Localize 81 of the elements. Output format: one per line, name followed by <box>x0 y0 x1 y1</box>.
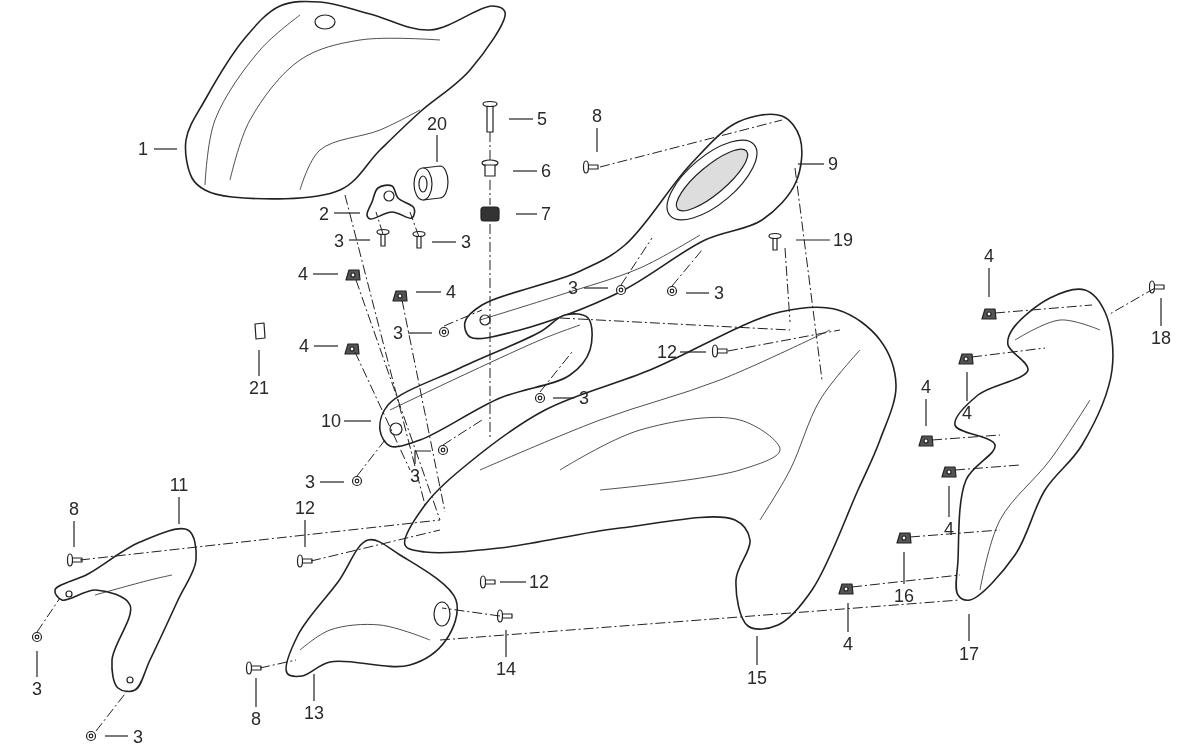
leader-line <box>968 613 970 642</box>
callout-number: 20 <box>427 115 447 133</box>
callout-number: 8 <box>251 710 261 728</box>
callout-number: 3 <box>714 284 724 302</box>
callout-number: 4 <box>299 337 309 355</box>
leader-line <box>583 287 609 289</box>
leader-line <box>304 519 306 548</box>
callout-number: 4 <box>921 378 931 396</box>
callout-number: 4 <box>984 247 994 265</box>
leader-line <box>552 397 575 399</box>
leader-line <box>312 273 339 275</box>
leader-line <box>415 291 442 293</box>
callout-number: 3 <box>32 680 42 698</box>
leader-line <box>313 345 339 347</box>
leader-line <box>505 629 507 658</box>
callout-number: 3 <box>133 728 143 746</box>
callout-number: 9 <box>828 155 838 173</box>
callout-number: 3 <box>334 232 344 250</box>
leader-line <box>1160 297 1162 327</box>
callout-number: 3 <box>410 467 420 485</box>
callout-number: 21 <box>249 379 269 397</box>
leader-line <box>966 371 968 402</box>
callout-number: 1 <box>138 140 148 158</box>
leader-line <box>515 213 538 215</box>
callout-number: 3 <box>579 389 589 407</box>
leader-line <box>319 481 345 483</box>
callout-number: 4 <box>446 283 456 301</box>
leader-line <box>36 650 38 678</box>
callout-number: 10 <box>321 412 341 430</box>
leader-line <box>925 398 927 427</box>
leader-line <box>847 602 849 633</box>
leader-line <box>756 635 758 666</box>
callout-number: 15 <box>747 669 767 687</box>
leader-line <box>948 485 950 518</box>
leader-line <box>258 349 260 377</box>
callout-number: 3 <box>393 324 403 342</box>
callout-number: 17 <box>959 645 979 663</box>
leader-line <box>333 212 361 214</box>
callout-number: 4 <box>843 635 853 653</box>
callout-number: 4 <box>298 265 308 283</box>
callout-number: 8 <box>69 500 79 518</box>
callout-number: 8 <box>592 107 602 125</box>
callout-number: 12 <box>295 499 315 517</box>
leader-line <box>313 673 315 702</box>
leader-line <box>508 118 534 120</box>
leader-line <box>499 581 527 583</box>
callout-number: 11 <box>169 476 189 494</box>
callout-number: 2 <box>319 205 329 223</box>
callout-number: 4 <box>962 404 972 422</box>
callout-number: 12 <box>657 343 677 361</box>
leader-line <box>348 239 371 241</box>
leader-line <box>903 551 905 585</box>
callout-number: 18 <box>1151 329 1171 347</box>
leader-line <box>414 450 432 465</box>
callout-number: 4 <box>944 520 954 538</box>
leader-line <box>178 496 180 525</box>
leader-line <box>343 420 372 422</box>
leader-line <box>512 170 538 172</box>
leader-line <box>153 148 178 150</box>
callout-number: 5 <box>537 110 547 128</box>
leader-line <box>596 127 598 153</box>
callout-number: 16 <box>894 587 914 605</box>
leader-line <box>104 735 129 737</box>
leader-line <box>795 239 831 241</box>
leader-line <box>255 677 257 708</box>
callout-number: 14 <box>496 660 516 678</box>
leader-line <box>431 241 457 243</box>
callout-number: 6 <box>541 162 551 180</box>
leader-line <box>685 292 710 294</box>
callout-number: 3 <box>461 233 471 251</box>
leader-line <box>73 520 75 548</box>
callout-number: 19 <box>833 231 853 249</box>
callout-number: 7 <box>541 205 551 223</box>
leader-line <box>679 351 707 353</box>
leader-line <box>436 134 438 163</box>
leader-line <box>988 267 990 298</box>
leader-line <box>797 163 825 165</box>
callout-number: 12 <box>529 573 549 591</box>
callout-number: 13 <box>304 704 324 722</box>
leader-line <box>407 332 433 334</box>
callout-number: 3 <box>305 473 315 491</box>
